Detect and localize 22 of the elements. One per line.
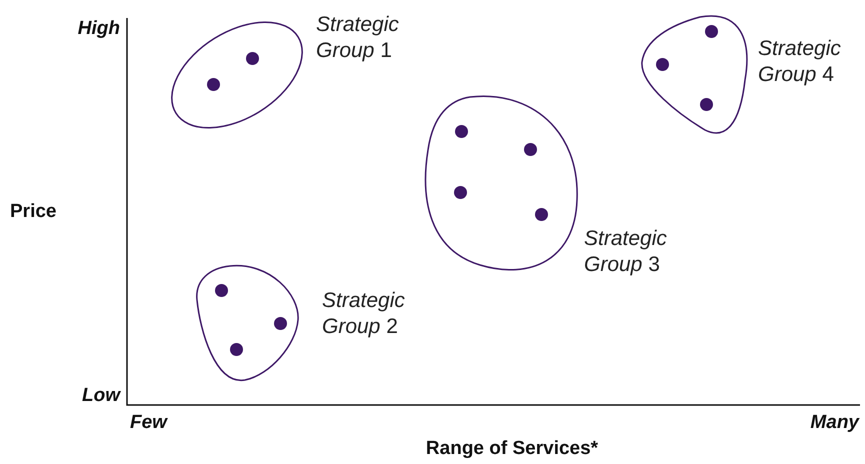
group-label: Strategic Group 1 <box>316 12 400 64</box>
axis-end-label: Few <box>130 412 167 434</box>
company-dot <box>206 78 220 90</box>
company-dot <box>524 142 536 156</box>
axis-title: Range of Services* <box>426 438 598 460</box>
company-dot <box>700 98 712 110</box>
company-dot <box>454 186 466 198</box>
company-dot <box>534 208 548 220</box>
axis-end-label: Low <box>82 385 120 407</box>
company-dot <box>454 124 468 138</box>
axis-end-label: Many <box>810 412 859 434</box>
company-dot <box>230 342 242 356</box>
company-dot <box>214 284 228 296</box>
group-label: Strategic Group 4 <box>758 36 842 88</box>
axis-end-label: High <box>78 18 120 40</box>
group-label: Strategic Group 3 <box>584 226 668 278</box>
axis-title: Price <box>10 201 56 223</box>
company-dot <box>274 316 286 330</box>
company-dot <box>704 24 718 38</box>
group-label: Strategic Group 2 <box>322 288 406 340</box>
company-dot <box>656 58 668 70</box>
company-dot <box>246 52 258 64</box>
